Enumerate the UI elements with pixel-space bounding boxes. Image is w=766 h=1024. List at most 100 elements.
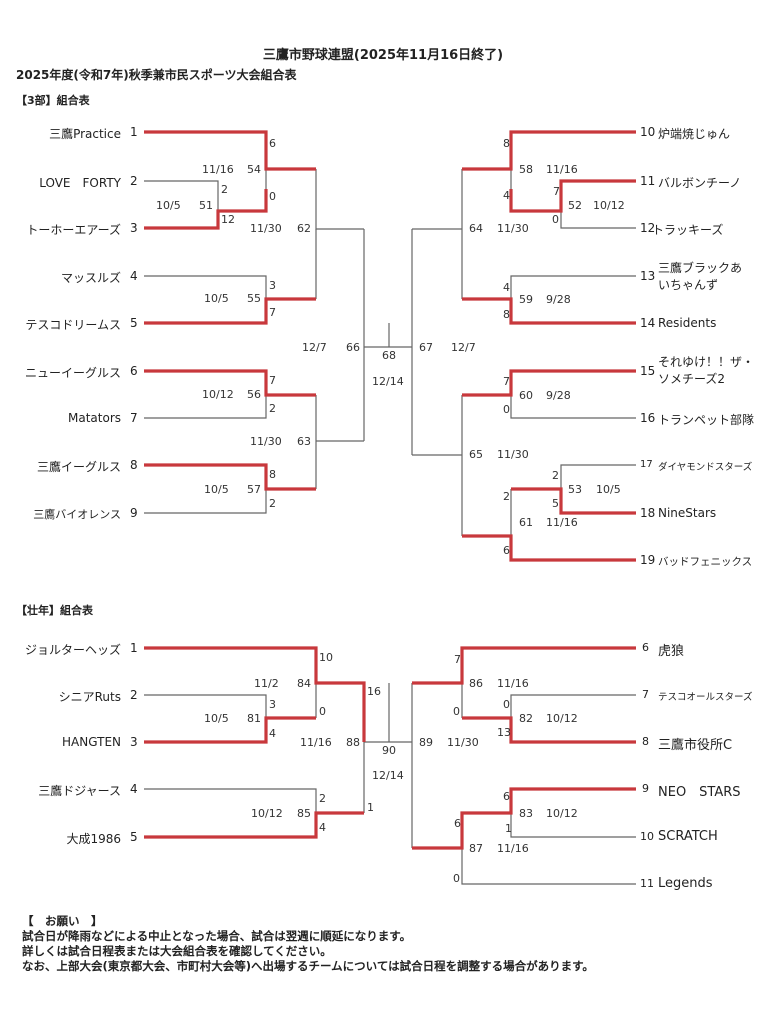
win-team15 [462,369,636,397]
team-name: 三鷹バイオレンス [33,508,121,521]
team-name: シニアRuts [58,690,121,704]
team-seed: 3 [130,735,138,749]
score-bottom: 8 [503,308,510,321]
match-number: 90 [382,744,396,757]
notes-heading: 【 お願い 】 [22,914,103,928]
notes-line: なお、上部大会(東京都大会、市町村大会等)へ出場するチームについては試合日程を調… [22,959,594,973]
team-name: ダイヤモンドスターズ [658,462,753,473]
score-top: 7 [454,653,461,666]
team-seed: 10 [640,125,656,139]
win-team8 [144,463,316,491]
team-seed: 3 [130,221,138,235]
match-number: 87 [469,842,483,855]
team-name: マッスルズ [60,271,121,285]
score-bottom: 13 [497,726,511,739]
division3-winner-lines [144,130,636,562]
win-s-team3 [144,716,316,744]
match-date: 11/16 [497,677,529,690]
score-top: 8 [503,137,510,150]
line-s-team4 [144,788,317,813]
win-team19 [462,534,636,562]
team-name: それゆけ！！ザ・ソメチーズ2 [658,355,755,386]
score-bottom: 0 [319,705,326,718]
team-name: 炉端焼じゅん [658,127,731,141]
match-date: 12/14 [372,769,404,782]
team-name: トラッキーズ [652,223,724,237]
match-number: 85 [297,807,311,820]
match-date: 11/30 [497,222,529,235]
page-subtitle: 2025年度(令和7年)秋季兼市民スポーツ大会組合表 [16,68,297,82]
score-bottom: 0 [503,403,510,416]
match-date: 10/12 [593,199,625,212]
team-seed: 4 [130,269,138,283]
match-date: 11/16 [546,516,578,529]
win-team10 [462,130,636,171]
match-number: 64 [469,222,483,235]
match-date: 12/7 [302,341,327,354]
score-top: 7 [553,185,560,198]
score-bottom: 0 [453,705,460,718]
team-name: トランペット部隊 [658,413,755,427]
team-name: Matators [68,411,121,425]
line-team2 [144,180,219,211]
line-m62 [315,169,364,230]
team-name: Residents [658,316,717,330]
score-top: 2 [221,183,228,196]
page-title: 三鷹市野球連盟(2025年11月16日終了) [262,48,504,63]
team-name: 三鷹ドジャース [38,784,121,798]
team-seed: 17 [640,459,653,470]
score-top: 2 [552,469,559,482]
score-top: 16 [367,685,381,698]
team-seed: 2 [130,174,138,188]
team-seed: 12 [640,221,656,235]
team-name: HANGTEN [62,735,121,749]
team-seed: 13 [640,269,656,283]
match-date: 10/5 [596,483,621,496]
team-name: ニューイーグルス [24,366,121,380]
match-number: 81 [247,712,261,725]
match-date: 10/12 [251,807,283,820]
match-date: 11/16 [202,163,234,176]
notes-line: 詳しくは試合日程表または大会組合表を確認してください。 [22,944,332,958]
match-date: 11/16 [546,163,578,176]
line-team12 [560,211,636,229]
team-name: 三鷹市役所C [658,738,733,753]
team-name: バルボンチーノ [658,176,742,190]
win-team1 [144,130,316,171]
score-bottom: 7 [269,306,276,319]
score-bottom: 12 [221,213,235,226]
team-name: LOVE FORTY [39,176,121,190]
match-date: 11/30 [250,435,282,448]
team-seed: 19 [640,553,656,567]
team-name: NineStars [658,506,717,520]
score-top: 3 [269,279,276,292]
line-team9 [144,489,267,514]
match-date: 10/12 [546,712,578,725]
score-top: 6 [269,137,276,150]
team-name: テスコオールスターズ [658,692,753,703]
score-top: 10 [319,651,333,664]
team-name: トーホーエアーズ [26,223,121,237]
match-date: 12/7 [451,341,476,354]
team-name: 三鷹イーグルス [36,460,121,474]
match-number: 61 [519,516,533,529]
match-date: 10/5 [156,199,181,212]
match-number: 82 [519,712,533,725]
match-date: 9/28 [546,293,571,306]
team-name: 三鷹Practice [49,127,121,141]
senior-gray-lines [144,683,636,885]
match-number: 52 [568,199,582,212]
match-date: 10/12 [546,807,578,820]
score-bottom: 2 [269,402,276,415]
match-number: 57 [247,483,261,496]
team-seed: 9 [642,782,649,795]
score-bottom: 4 [503,189,510,202]
line-s-team2 [144,694,267,718]
match-number: 58 [519,163,533,176]
team-name: Legends [658,876,713,891]
score-bottom: 0 [453,872,460,885]
score-top: 7 [269,374,276,387]
senior-winner-lines [144,646,636,850]
match-date: 9/28 [546,389,571,402]
score-top: 7 [503,375,510,388]
